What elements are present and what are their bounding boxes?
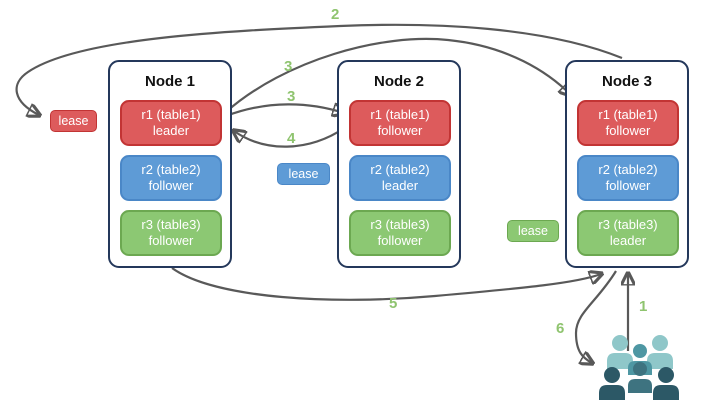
node3-replica-r3: r3 (table3) leader bbox=[577, 210, 679, 256]
arrow-step3-leader-to-node2 bbox=[225, 104, 344, 116]
arrow-step3-leader-to-node3 bbox=[225, 37, 571, 113]
replica-name: r1 (table1) bbox=[598, 107, 658, 122]
lease-label-table3: lease bbox=[507, 220, 559, 242]
replica-name: r2 (table2) bbox=[141, 162, 201, 177]
step-label-5: 5 bbox=[389, 295, 398, 312]
replica-role: follower bbox=[148, 178, 194, 193]
replica-role: follower bbox=[377, 233, 423, 248]
node-1: Node 1 r1 (table1) leader r2 (table2) fo… bbox=[108, 60, 232, 268]
arrow-step6-node3-to-users bbox=[574, 270, 617, 363]
step-label-3-replicate-node3: 3 bbox=[287, 88, 296, 105]
node-3: Node 3 r1 (table1) follower r2 (table2) … bbox=[565, 60, 689, 268]
node3-replica-r2: r2 (table2) follower bbox=[577, 155, 679, 201]
node1-replica-r2: r2 (table2) follower bbox=[120, 155, 222, 201]
replica-name: r2 (table2) bbox=[370, 162, 430, 177]
lease-label-table2: lease bbox=[277, 163, 330, 185]
node2-replica-r2: r2 (table2) leader bbox=[349, 155, 451, 201]
node-2: Node 2 r1 (table1) follower r2 (table2) … bbox=[337, 60, 461, 268]
node-3-title: Node 3 bbox=[601, 73, 652, 90]
replica-role: follower bbox=[605, 178, 651, 193]
replica-name: r3 (table3) bbox=[598, 217, 658, 232]
lease-label-table1: lease bbox=[50, 110, 97, 132]
node-1-title: Node 1 bbox=[144, 73, 195, 90]
node1-replica-r1: r1 (table1) leader bbox=[120, 100, 222, 146]
replica-name: r2 (table2) bbox=[598, 162, 658, 177]
replica-name: r3 (table3) bbox=[141, 217, 201, 232]
replica-role: leader bbox=[609, 233, 647, 248]
users-group-icon bbox=[599, 335, 679, 400]
replica-role: leader bbox=[381, 178, 419, 193]
arrow-step2-node3-to-lease1 bbox=[15, 23, 623, 115]
node1-replica-r3: r3 (table3) follower bbox=[120, 210, 222, 256]
node-2-title: Node 2 bbox=[373, 73, 424, 90]
node3-replica-r1: r1 (table1) follower bbox=[577, 100, 679, 146]
node2-replica-r3: r3 (table3) follower bbox=[349, 210, 451, 256]
replica-name: r1 (table1) bbox=[370, 107, 430, 122]
replica-role: follower bbox=[605, 123, 651, 138]
replica-name: r3 (table3) bbox=[370, 217, 430, 232]
step-label-1: 1 bbox=[639, 298, 648, 315]
replica-role: follower bbox=[377, 123, 423, 138]
step-label-3-replicate-node2: 3 bbox=[284, 58, 293, 75]
replica-name: r1 (table1) bbox=[141, 107, 201, 122]
step-label-2: 2 bbox=[331, 6, 340, 23]
replica-role: leader bbox=[152, 123, 190, 138]
step-label-4: 4 bbox=[287, 130, 296, 147]
arrow-step4-node2-to-leader bbox=[234, 126, 347, 148]
node2-replica-r1: r1 (table1) follower bbox=[349, 100, 451, 146]
arrow-step5-node1-to-node3 bbox=[171, 267, 601, 301]
step-label-6: 6 bbox=[556, 320, 565, 337]
replica-role: follower bbox=[148, 233, 194, 248]
